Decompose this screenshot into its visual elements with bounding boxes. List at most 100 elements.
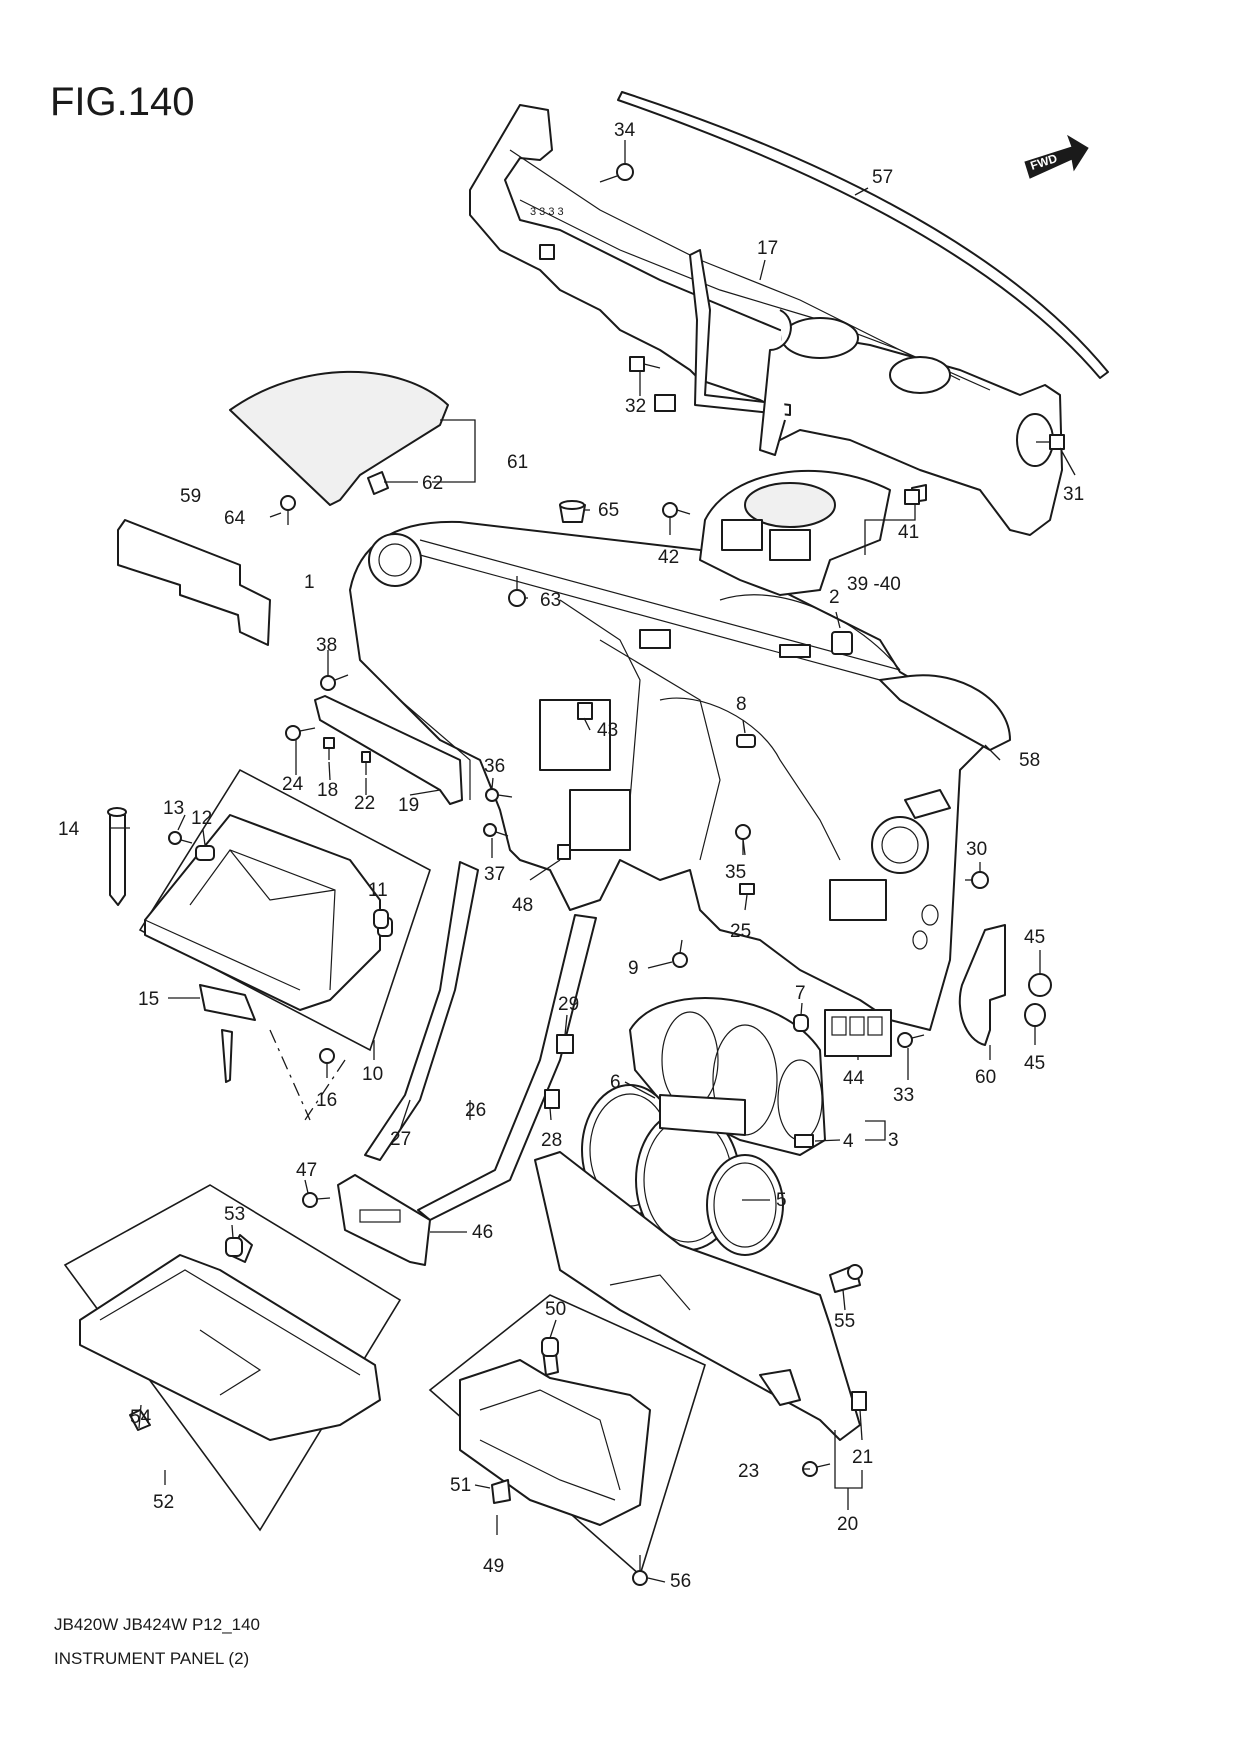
callout-46: 46 <box>472 1222 493 1243</box>
part-46-latch <box>337 1174 431 1266</box>
clip-43-icon <box>577 702 593 720</box>
callout-57: 57 <box>872 167 893 188</box>
clip-4-icon <box>794 1134 814 1148</box>
callout-22: 22 <box>354 793 375 814</box>
callout-58: 58 <box>1019 750 1040 771</box>
screw-37-icon <box>483 823 509 837</box>
part-58-side-panel <box>879 674 1011 751</box>
callout-7: 7 <box>795 983 806 1004</box>
bolt-32-icon <box>629 356 661 372</box>
part-2-clip <box>831 631 853 655</box>
part-44-switch-panel <box>824 1009 892 1057</box>
part-45-caps <box>1024 973 1052 1027</box>
pin-22-icon <box>361 751 371 775</box>
callout-14: 14 <box>58 819 80 840</box>
callout-18: 18 <box>317 780 338 801</box>
callout-2: 2 <box>829 587 840 608</box>
callout-27: 27 <box>390 1129 411 1150</box>
callout-16: 16 <box>316 1090 337 1111</box>
bushing-53-icon <box>225 1237 243 1257</box>
part-6-plate <box>659 1094 746 1136</box>
clip-28-icon <box>544 1089 560 1109</box>
callout-39-40: 39 -40 <box>847 574 901 595</box>
callout-47: 47 <box>296 1160 317 1181</box>
screw-42-icon <box>662 502 691 518</box>
part-27-pillar-trim <box>364 861 479 1161</box>
clip-21-icon <box>851 1391 867 1411</box>
clip-29-icon <box>556 1034 574 1054</box>
callout-54: 54 <box>130 1407 152 1428</box>
callout-53: 53 <box>224 1204 245 1225</box>
callout-10: 10 <box>362 1064 383 1085</box>
screw-56-icon <box>632 1555 648 1586</box>
clip-12-icon <box>195 845 215 861</box>
callout-35: 35 <box>725 862 746 883</box>
callout-3: 3 <box>888 1130 899 1151</box>
clip-25-icon <box>739 883 755 895</box>
callout-20: 20 <box>837 1514 858 1535</box>
part-14-pin <box>107 807 127 906</box>
callout-59: 59 <box>180 486 201 507</box>
screw-47-icon <box>302 1192 331 1208</box>
callout-6: 6 <box>610 1072 621 1093</box>
model-code: JB420W JB424W P12_140 <box>54 1615 260 1634</box>
part-59-insulator <box>117 519 271 646</box>
figure-title: FIG.140 <box>50 80 195 124</box>
section-name: INSTRUMENT PANEL (2) <box>54 1649 249 1668</box>
callout-1: 1 <box>304 572 315 593</box>
callout-26: 26 <box>465 1100 486 1121</box>
callout-61: 61 <box>507 452 528 473</box>
callout-65: 65 <box>598 500 619 521</box>
part-39-40-center-bezel <box>699 469 927 596</box>
svg-text:3 3 3 3: 3 3 3 3 <box>530 206 564 218</box>
clip-30-icon <box>965 871 989 889</box>
screw-24-icon <box>285 725 316 741</box>
callout-60: 60 <box>975 1067 996 1088</box>
part-19-garnish <box>314 695 463 805</box>
screw-33-icon <box>897 1032 925 1048</box>
callout-4: 4 <box>843 1131 854 1152</box>
callout-29: 29 <box>558 994 579 1015</box>
callout-55: 55 <box>834 1311 855 1332</box>
callout-23: 23 <box>738 1461 759 1482</box>
callout-38: 38 <box>316 635 337 656</box>
callout-37: 37 <box>484 864 505 885</box>
callout-62: 62 <box>422 473 443 494</box>
screw-36-icon <box>485 788 513 802</box>
callout-32: 32 <box>625 396 646 417</box>
callout-44: 44 <box>843 1068 865 1089</box>
part-17-steering-member: 3 3 3 3 <box>469 104 1063 536</box>
callout-45a: 45 <box>1024 927 1045 948</box>
part-10-glove-box-group <box>138 768 431 1121</box>
part-5-meter-rings <box>581 1084 784 1256</box>
callout-34: 34 <box>614 120 636 141</box>
callouts: 34 57 17 32 31 61 62 59 64 65 42 41 39 -… <box>58 120 1084 1592</box>
screw-13-icon <box>168 831 193 845</box>
callout-12: 12 <box>191 808 212 829</box>
part-65-cap <box>559 500 586 523</box>
screw-9-icon <box>672 939 688 968</box>
part-52-tray-group <box>63 1184 402 1532</box>
callout-19: 19 <box>398 795 419 816</box>
callout-17: 17 <box>757 238 778 259</box>
fwd-arrow-icon: FWD <box>1024 134 1089 179</box>
callout-8: 8 <box>736 694 747 715</box>
callout-28: 28 <box>541 1130 562 1151</box>
screw-34-icon <box>599 163 634 183</box>
callout-13: 13 <box>163 798 184 819</box>
callout-33: 33 <box>893 1085 914 1106</box>
part-60-side-cover <box>958 924 1006 1046</box>
part-49-tray-group <box>428 1294 706 1577</box>
callout-51: 51 <box>450 1475 471 1496</box>
pin-18-icon <box>323 737 335 760</box>
callout-11: 11 <box>368 880 388 901</box>
part-20-lower-panel <box>534 1151 861 1441</box>
callout-50: 50 <box>545 1299 566 1320</box>
callout-36: 36 <box>484 756 505 777</box>
callout-21: 21 <box>852 1447 873 1468</box>
callout-43: 43 <box>597 720 618 741</box>
screw-64-icon <box>280 495 296 525</box>
part-55-clip <box>829 1264 863 1293</box>
callout-9: 9 <box>628 958 639 979</box>
